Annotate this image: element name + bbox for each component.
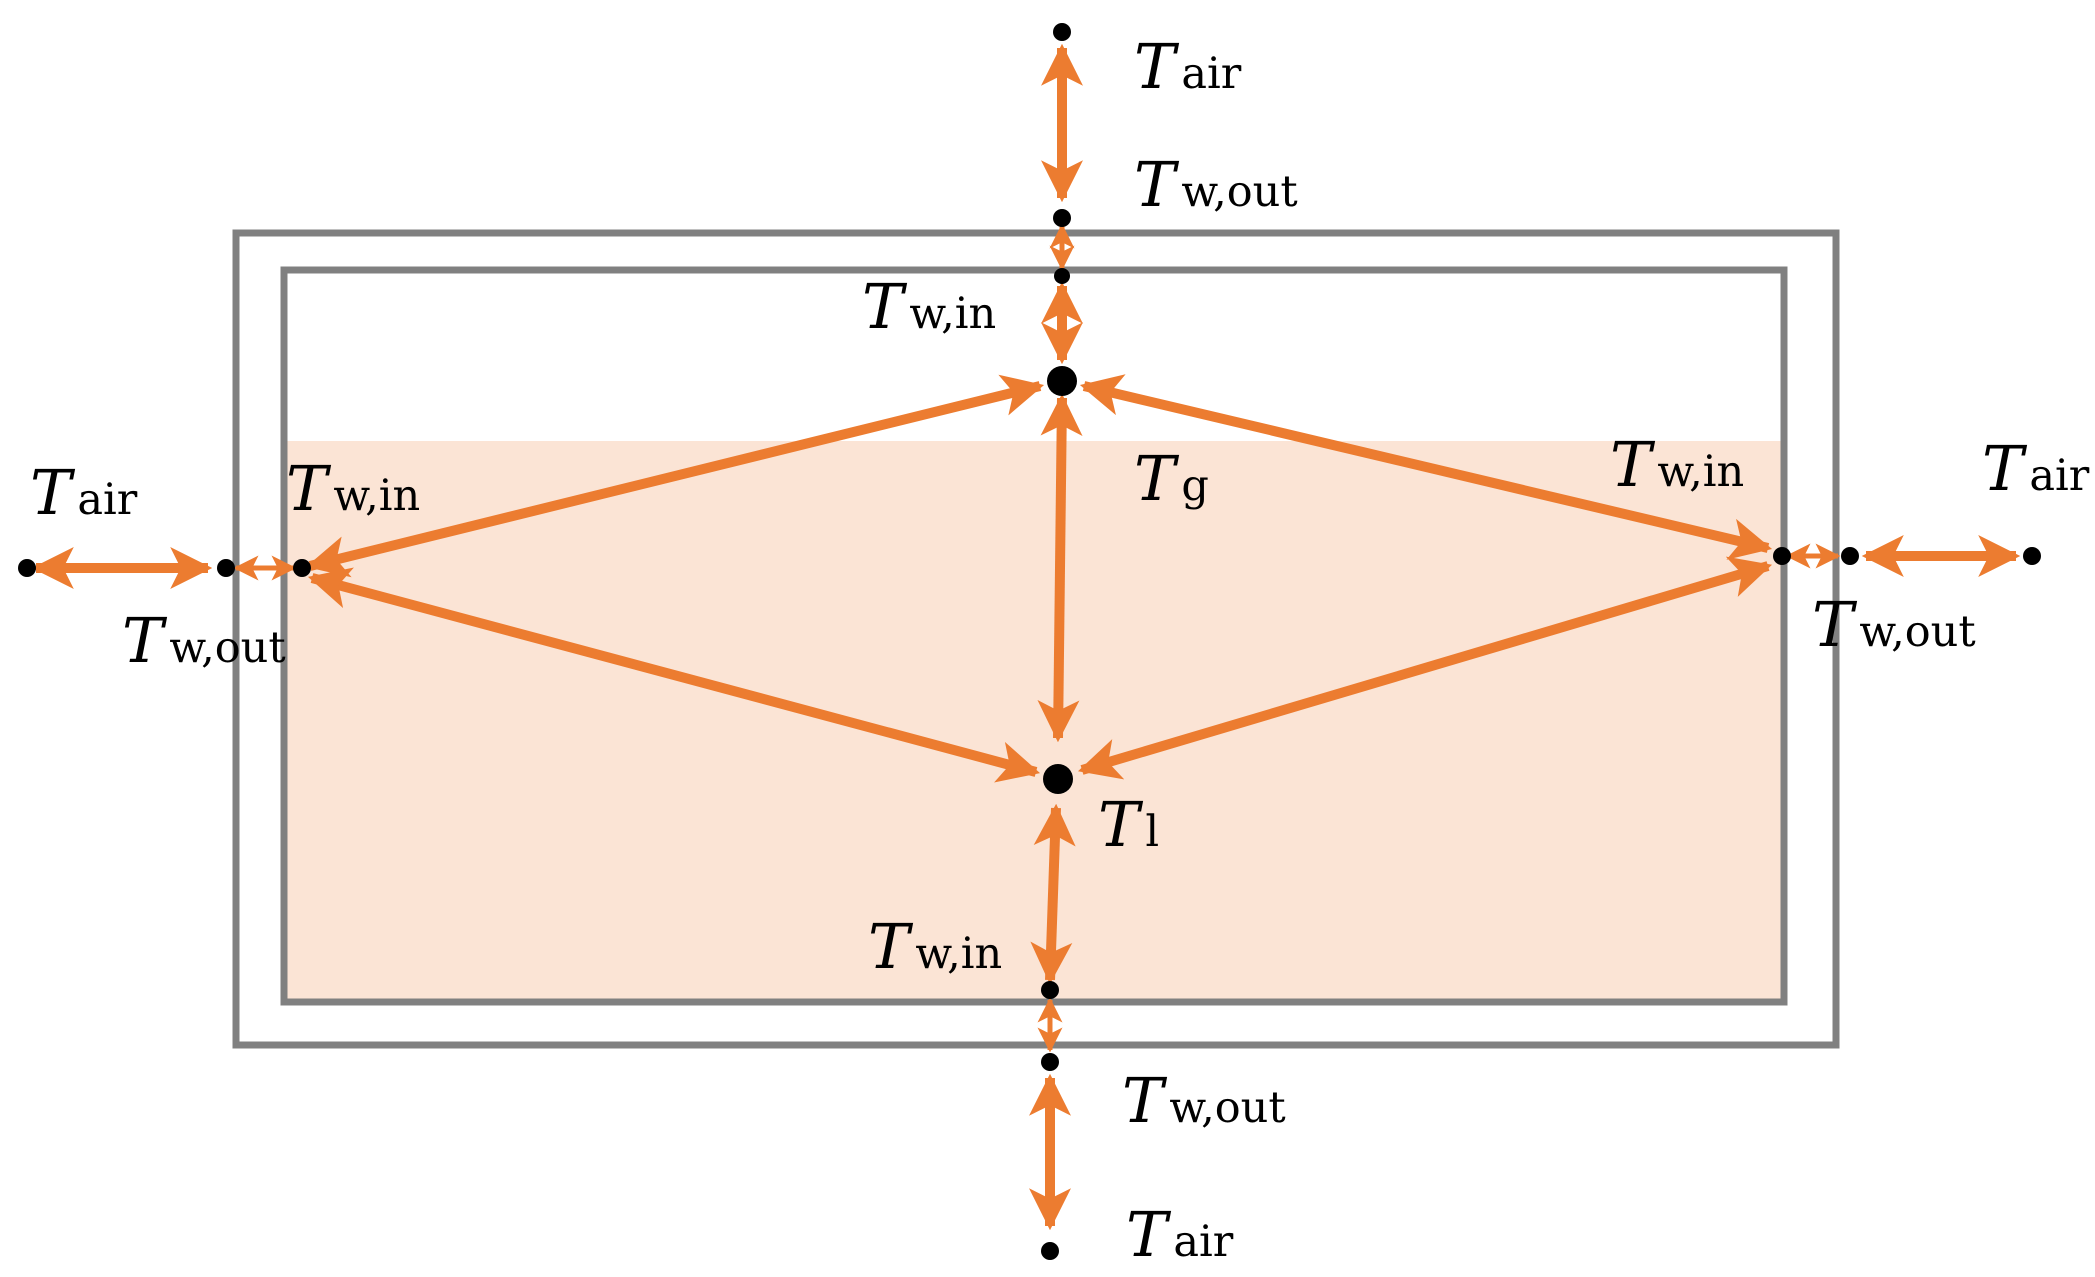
node-top-wall-out: [1053, 209, 1071, 227]
liquid-region: [284, 441, 1784, 1001]
node-right-air: [2023, 547, 2041, 565]
heat-flow-arrows: [31, 43, 2021, 1231]
arrow-gas-liquid: [1037, 393, 1083, 743]
node-right-wall-in: [1773, 547, 1791, 565]
node-bottom-wall-in: [1041, 981, 1059, 999]
arrow-liquid-left-wall: [307, 567, 1041, 783]
arrow-liquid-right-wall: [1077, 556, 1773, 780]
inner-wall: [280, 266, 1788, 1006]
node-left-air: [18, 559, 36, 577]
arrow-gas-left-wall: [305, 374, 1045, 578]
node-top-air: [1053, 23, 1071, 41]
node-left-wall-out: [217, 559, 235, 577]
node-bottom-wall-out: [1041, 1053, 1059, 1071]
arrow-liquid-bottom-wall: [1030, 803, 1076, 985]
node-bottom-air: [1041, 1242, 1059, 1260]
node-liquid: [1043, 764, 1073, 794]
outer-wall: [232, 229, 1840, 1049]
node-right-wall-out: [1841, 547, 1859, 565]
node-gas: [1047, 366, 1077, 396]
node-top-wall-in: [1054, 268, 1070, 284]
temperature-nodes: [18, 23, 2041, 1260]
node-left-wall-in: [293, 559, 311, 577]
arrow-gas-right-wall: [1079, 374, 1773, 560]
